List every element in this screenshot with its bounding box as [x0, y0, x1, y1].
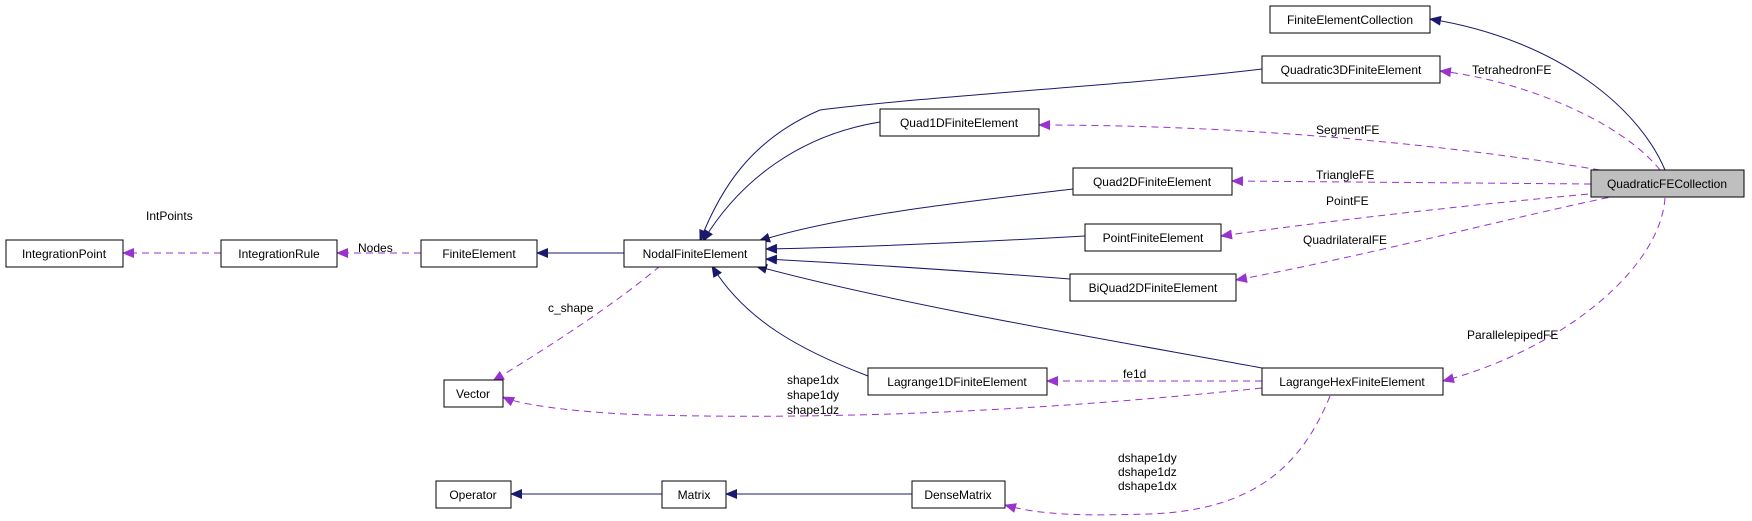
node-nodalfiniteelement[interactable]: NodalFiniteElement — [623, 239, 767, 268]
label-quadrilateralfe: QuadrilateralFE — [1303, 233, 1387, 247]
label-dshape1dy: dshape1dy — [1118, 451, 1177, 465]
node-label: QuadraticFECollection — [1607, 177, 1727, 191]
node-integrationrule[interactable]: IntegrationRule — [220, 239, 338, 268]
node-pointfiniteelement[interactable]: PointFiniteElement — [1084, 223, 1222, 252]
node-quad2dfiniteelement[interactable]: Quad2DFiniteElement — [1072, 167, 1233, 196]
label-c-shape: c_shape — [548, 301, 594, 315]
edge-labels: IntPoints Nodes c_shape TetrahedronFE Se… — [146, 63, 1558, 493]
edge-point-to-nodal — [765, 235, 1086, 254]
node-label: IntegrationRule — [238, 247, 320, 261]
node-lagrangehexfiniteelement[interactable]: LagrangeHexFiniteElement — [1261, 367, 1444, 396]
node-quadraticfecollection[interactable]: QuadraticFECollection — [1590, 169, 1745, 198]
edge-quad1d-to-nodal — [702, 121, 881, 242]
edge-c-shape — [492, 265, 661, 382]
edge-qfecollection-to-fecollection — [1429, 15, 1666, 171]
label-parallelepipedfe: ParallelepipedFE — [1467, 328, 1558, 342]
edge-dshape1d — [1004, 395, 1331, 516]
node-label: NodalFiniteElement — [643, 247, 748, 261]
edge-quad2d-to-nodal — [758, 188, 1074, 243]
label-trianglefe: TriangleFE — [1316, 168, 1374, 182]
label-dshape1dz: dshape1dz — [1118, 465, 1177, 479]
label-pointfe: PointFE — [1326, 194, 1369, 208]
label-shape1dy: shape1dy — [787, 388, 839, 402]
node-label: Vector — [456, 387, 490, 401]
edge-lagrangehex-to-nodal — [755, 264, 1263, 369]
node-densematrix[interactable]: DenseMatrix — [911, 480, 1006, 509]
edge-pointfe — [1220, 192, 1601, 240]
label-intpoints: IntPoints — [146, 209, 193, 223]
usage-edges — [492, 67, 1666, 516]
node-label: Operator — [449, 488, 496, 502]
label-dshape1dx: dshape1dx — [1118, 479, 1177, 493]
edge-segmentfe — [1038, 120, 1601, 171]
edge-quadrilateralfe — [1235, 194, 1621, 283]
node-integrationpoint[interactable]: IntegrationPoint — [5, 239, 124, 268]
edge-tetrahedronfe — [1439, 67, 1661, 171]
label-segmentfe: SegmentFE — [1316, 123, 1379, 137]
label-fe1d: fe1d — [1123, 367, 1146, 381]
node-matrix[interactable]: Matrix — [661, 480, 727, 509]
node-quad1dfiniteelement[interactable]: Quad1DFiniteElement — [879, 108, 1040, 137]
label-tetrahedronfe: TetrahedronFE — [1472, 63, 1551, 77]
edge-biquad2d-to-nodal — [765, 254, 1071, 280]
node-label: FiniteElementCollection — [1287, 13, 1413, 27]
node-label: DenseMatrix — [924, 488, 991, 502]
label-shape1dz: shape1dz — [787, 403, 839, 417]
nodes: IntegrationPoint IntegrationRule FiniteE… — [5, 5, 1745, 509]
edge-trianglefe — [1231, 176, 1592, 187]
node-quadratic3dfiniteelement[interactable]: Quadratic3DFiniteElement — [1261, 55, 1441, 84]
label-nodes: Nodes — [358, 241, 393, 255]
node-label: PointFiniteElement — [1103, 231, 1204, 245]
node-vector[interactable]: Vector — [443, 379, 504, 408]
node-label: BiQuad2DFiniteElement — [1089, 281, 1218, 295]
node-biquad2dfiniteelement[interactable]: BiQuad2DFiniteElement — [1069, 273, 1237, 302]
edge-lagrange1d-to-nodal — [711, 265, 869, 377]
node-label: IntegrationPoint — [22, 247, 107, 261]
node-label: Quadratic3DFiniteElement — [1281, 63, 1422, 77]
node-label: Lagrange1DFiniteElement — [887, 375, 1027, 389]
inheritance-edges — [122, 15, 1666, 499]
edge-quad3d-to-nodal — [699, 68, 1263, 242]
node-lagrange1dfiniteelement[interactable]: Lagrange1DFiniteElement — [867, 367, 1048, 396]
edge-parallelepipedfe — [1442, 197, 1666, 384]
node-finiteelement[interactable]: FiniteElement — [420, 239, 538, 268]
edge-shape1d — [502, 387, 1263, 417]
node-label: Quad1DFiniteElement — [900, 116, 1019, 130]
label-shape1dx: shape1dx — [787, 373, 839, 387]
node-label: LagrangeHexFiniteElement — [1279, 375, 1425, 389]
node-label: Quad2DFiniteElement — [1093, 175, 1212, 189]
node-label: Matrix — [678, 488, 711, 502]
node-finiteelementcollection[interactable]: FiniteElementCollection — [1269, 5, 1431, 34]
node-label: FiniteElement — [442, 247, 516, 261]
node-operator[interactable]: Operator — [435, 480, 512, 509]
